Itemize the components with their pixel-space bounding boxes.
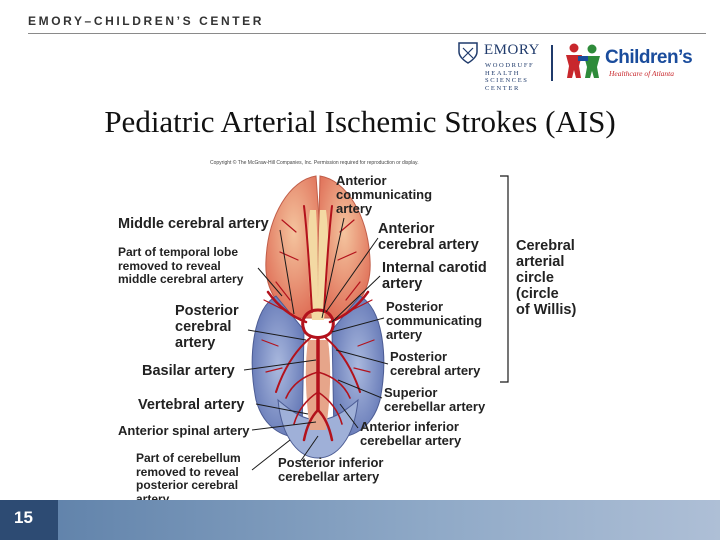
- cerebellar-artery-line: [285, 371, 351, 425]
- label-anterior-spinal-artery: Anterior spinal artery: [118, 423, 250, 438]
- emory-shield-icon: [458, 42, 478, 64]
- label-anterior-cerebral-artery: Anterior cerebral artery: [378, 221, 479, 253]
- emory-subtitle: WOODRUFF HEALTH SCIENCES CENTER: [485, 62, 541, 92]
- leader-line: [321, 217, 345, 319]
- page-number-box: [0, 500, 58, 540]
- leader-line: [331, 275, 381, 323]
- header-rule: [28, 33, 706, 34]
- leader-line: [257, 267, 283, 297]
- label-circle-of-willis: Cerebral arterial circle (circle of Will…: [516, 238, 577, 318]
- bottom-bar: [0, 500, 720, 540]
- circle-of-willis-bracket: [500, 175, 509, 383]
- artery-branches: [261, 219, 375, 373]
- children-figures-icon: [566, 43, 600, 78]
- header-title: EMORY–CHILDREN’S CENTER: [28, 14, 265, 28]
- figure-copyright: Copyright © The McGraw-Hill Companies, I…: [210, 160, 419, 166]
- label-posterior-cerebral-artery-left: Posterior cerebral artery: [175, 303, 239, 351]
- emory-sub-line: HEALTH: [485, 69, 520, 77]
- leader-line: [279, 229, 295, 315]
- leader-line: [339, 403, 359, 429]
- emory-sub-line: WOODRUFF: [485, 62, 535, 69]
- label-anterior-communicating-artery: Anterior communicating artery: [336, 173, 433, 216]
- vertebral-artery-line: [302, 408, 334, 442]
- leader-line: [331, 317, 385, 333]
- label-posterior-cerebral-artery-right: Posterior cerebral artery: [390, 349, 481, 378]
- page-number: 15: [14, 508, 33, 527]
- label-cerebellum: Part of cerebellum removed to reveal pos…: [136, 451, 241, 506]
- childrens-logo: Children’s Healthcare of Atlanta: [563, 42, 713, 82]
- emory-sub-line: CENTER: [485, 84, 520, 92]
- leader-line: [337, 379, 383, 399]
- label-vertebral-artery: Vertebral artery: [138, 397, 245, 413]
- leader-line: [335, 349, 389, 365]
- circle-of-willis-artery: [301, 308, 335, 339]
- leader-line: [247, 329, 307, 341]
- leader-line: [325, 237, 379, 313]
- label-posterior-communicating-artery: Posterior communicating artery: [386, 299, 483, 342]
- leader-line: [243, 359, 317, 371]
- slide-title: Pediatric Arterial Ischemic Strokes (AIS…: [104, 104, 616, 139]
- label-middle-cerebral-artery: Middle cerebral artery: [118, 216, 269, 232]
- label-anterior-inferior-cerebellar-artery: Anterior inferior cerebellar artery: [360, 419, 462, 448]
- label-temporal-lobe: Part of temporal lobe removed to reveal …: [118, 245, 244, 286]
- label-basilar-artery: Basilar artery: [142, 363, 235, 379]
- childrens-tagline: Healthcare of Atlanta: [609, 69, 674, 78]
- label-internal-carotid-artery: Internal carotid artery: [382, 260, 487, 292]
- anterior-cerebral-artery-line: [303, 205, 333, 313]
- leader-line: [255, 403, 309, 415]
- emory-sub-line: SCIENCES: [485, 77, 529, 85]
- emory-wordmark: EMORY: [484, 42, 540, 58]
- leader-line: [299, 435, 319, 463]
- logo-divider: [551, 45, 553, 81]
- childrens-wordmark: Children’s: [605, 47, 693, 68]
- leader-line: [251, 421, 317, 431]
- leader-line: [251, 439, 291, 471]
- posterior-cerebral-artery-line: [275, 337, 361, 393]
- label-posterior-inferior-cerebellar-artery: Posterior inferior cerebellar artery: [278, 455, 384, 484]
- emory-logo: EMORY WOODRUFF HEALTH SCIENCES CENTER: [458, 40, 542, 94]
- label-superior-cerebellar-artery: Superior cerebellar artery: [384, 385, 486, 414]
